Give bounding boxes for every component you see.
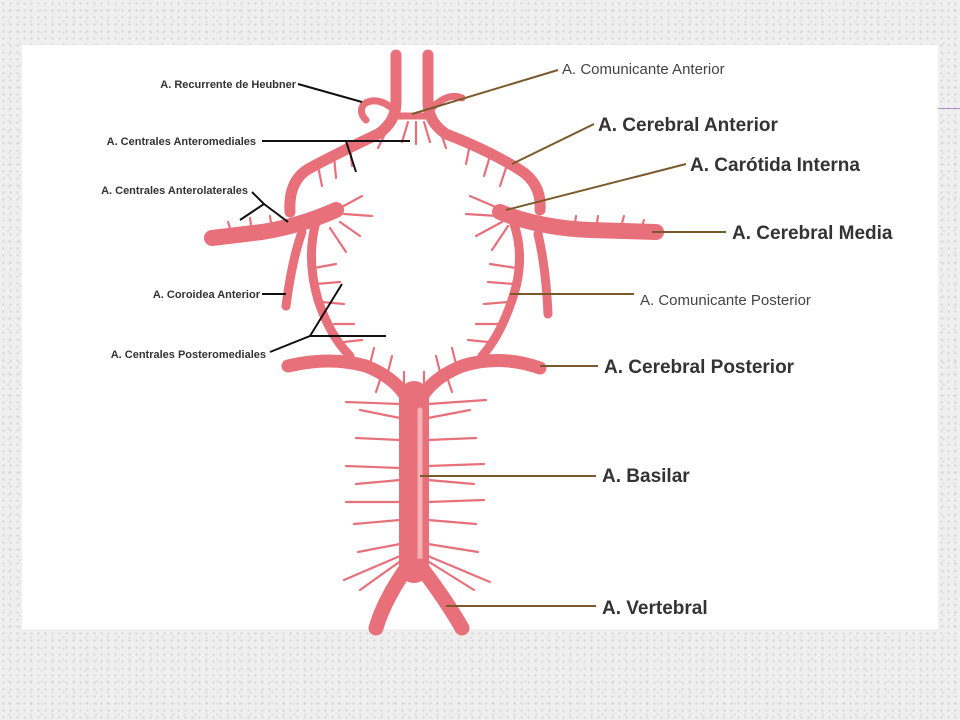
- label-cerebral-media: A. Cerebral Media: [732, 223, 893, 244]
- labels-left: A. Recurrente de Heubner A. Centrales An…: [101, 79, 297, 361]
- internal-carotid-left: [281, 227, 307, 311]
- vertebral-artery-right: [412, 558, 470, 636]
- label-centrales-posteromediales: A. Centrales Posteromediales: [111, 349, 266, 361]
- internal-carotid-right: [533, 229, 553, 319]
- label-comunicante-posterior: A. Comunicante Posterior: [640, 292, 811, 309]
- leader-lines-right: [411, 69, 726, 607]
- leader-comunicante-anterior: [411, 69, 559, 115]
- leader-lines-left: [239, 83, 410, 353]
- label-carotida-interna: A. Carótida Interna: [690, 155, 860, 176]
- posterior-cerebral-artery-right: [413, 353, 547, 407]
- label-centrales-anteromediales: A. Centrales Anteromediales: [107, 136, 256, 148]
- leader-cerebral-anterior: [511, 123, 595, 165]
- label-cerebral-posterior: A. Cerebral Posterior: [604, 357, 795, 378]
- label-centrales-anterolaterales: A. Centrales Anterolaterales: [101, 185, 248, 197]
- label-cerebral-anterior: A. Cerebral Anterior: [598, 115, 778, 136]
- perforating-branches: [226, 120, 646, 592]
- label-recurrente-heubner: A. Recurrente de Heubner: [160, 79, 296, 91]
- leader-centrales-anteromediales: [262, 140, 410, 173]
- posterior-communicating-left: [306, 217, 355, 361]
- middle-cerebral-artery-left: [204, 202, 344, 246]
- posterior-communicating-right: [477, 219, 525, 361]
- label-coroidea-anterior: A. Coroidea Anterior: [153, 289, 261, 301]
- label-vertebral: A. Vertebral: [602, 598, 708, 619]
- label-basilar: A. Basilar: [602, 466, 690, 487]
- vertebral-artery-left: [368, 558, 416, 636]
- leader-centrales-posteromediales: [269, 283, 386, 353]
- middle-cerebral-artery-right: [492, 204, 664, 240]
- leader-centrales-anterolaterales: [239, 191, 289, 223]
- anterior-cerebral-artery-left: [284, 49, 402, 218]
- anterior-cerebral-artery-right: [422, 49, 546, 216]
- posterior-cerebral-artery-left: [281, 354, 415, 407]
- artery-group: [204, 49, 664, 636]
- recurrent-heubner-artery-right: [428, 92, 466, 112]
- leader-carotida-interna: [505, 163, 687, 211]
- accent-line: [938, 108, 960, 109]
- leader-recurrente-heubner: [297, 83, 363, 103]
- label-comunicante-anterior: A. Comunicante Anterior: [562, 61, 725, 78]
- recurrent-heubner-artery: [357, 97, 396, 124]
- labels-right: A. Comunicante Anterior A. Cerebral Ante…: [562, 61, 893, 619]
